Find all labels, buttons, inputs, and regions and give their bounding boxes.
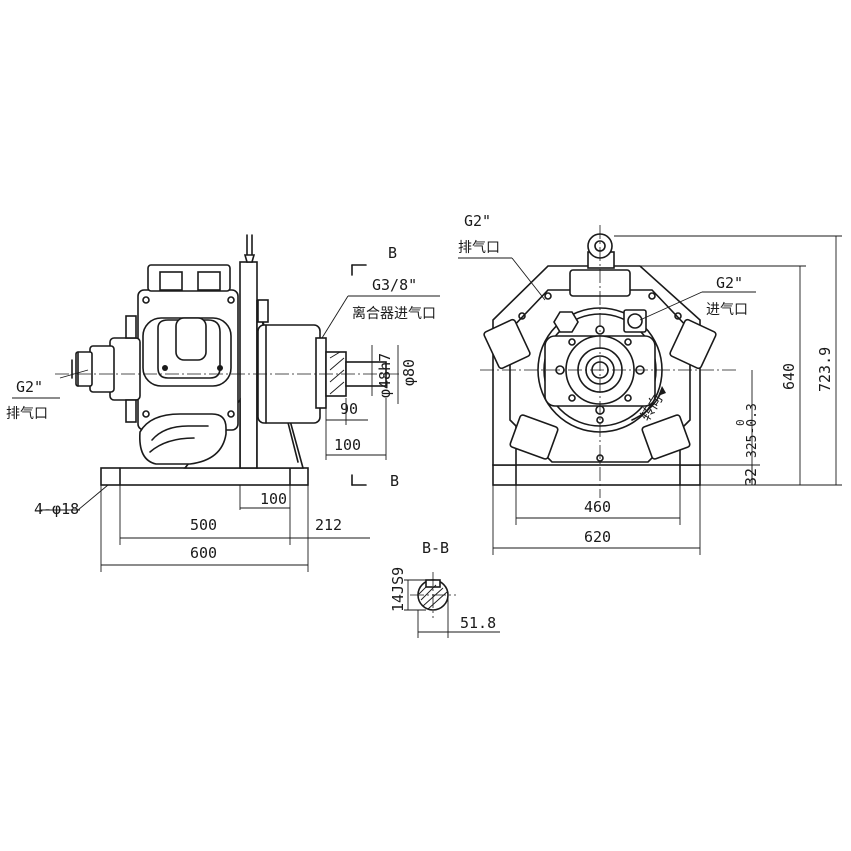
section-title: B-B	[422, 539, 449, 557]
dim-640: 640	[780, 363, 798, 390]
section-marker-top: B	[388, 244, 397, 262]
shaft-diameter: φ48h7	[376, 353, 394, 398]
front-view	[480, 225, 738, 498]
clutch-intake-text: 离合器进气口	[352, 305, 436, 322]
dim-460: 460	[584, 498, 611, 516]
dim-325-upper: 0	[734, 419, 747, 426]
annotations: G2" 排气口 4-φ18 500 600 100 212 90 100 φ48…	[6, 212, 834, 632]
holes-dimension: 4-φ18	[34, 500, 79, 518]
clutch-intake-size: G3/8"	[372, 276, 417, 294]
exhaust-left-text: 排气口	[6, 406, 48, 422]
dim-100-shaft: 100	[334, 436, 361, 454]
exhaust-left-size: G2"	[16, 378, 43, 396]
dim-212: 212	[315, 516, 342, 534]
side-dimensions	[12, 264, 440, 572]
front-base	[492, 464, 701, 486]
flange-diameter: φ80	[400, 359, 418, 386]
exhaust-port-nut	[553, 311, 579, 333]
dim-500: 500	[190, 516, 217, 534]
key-depth: 51.8	[460, 614, 496, 632]
cylinders	[483, 269, 717, 460]
dim-100-base: 100	[260, 490, 287, 508]
front-dimensions	[458, 235, 842, 555]
key-width: 14JS9	[389, 567, 407, 612]
exhaust-top-size: G2"	[464, 212, 491, 230]
exhaust-top-text: 排气口	[458, 240, 500, 256]
housing-bolts	[142, 296, 235, 418]
section-bb	[404, 572, 500, 638]
dim-600: 600	[190, 544, 217, 562]
mounting-plate	[239, 261, 258, 469]
side-base-plate	[100, 467, 309, 486]
dim-90: 90	[340, 400, 358, 418]
dim-620: 620	[584, 528, 611, 546]
side-view	[55, 234, 400, 486]
intake-right-text: 进气口	[706, 302, 748, 318]
intake-right-size: G2"	[716, 274, 743, 292]
section-marker-bottom: B	[390, 472, 399, 490]
dim-325: 325-0.3	[745, 403, 760, 458]
dim-32: 32	[742, 468, 760, 486]
dim-723: 723.9	[816, 347, 834, 392]
